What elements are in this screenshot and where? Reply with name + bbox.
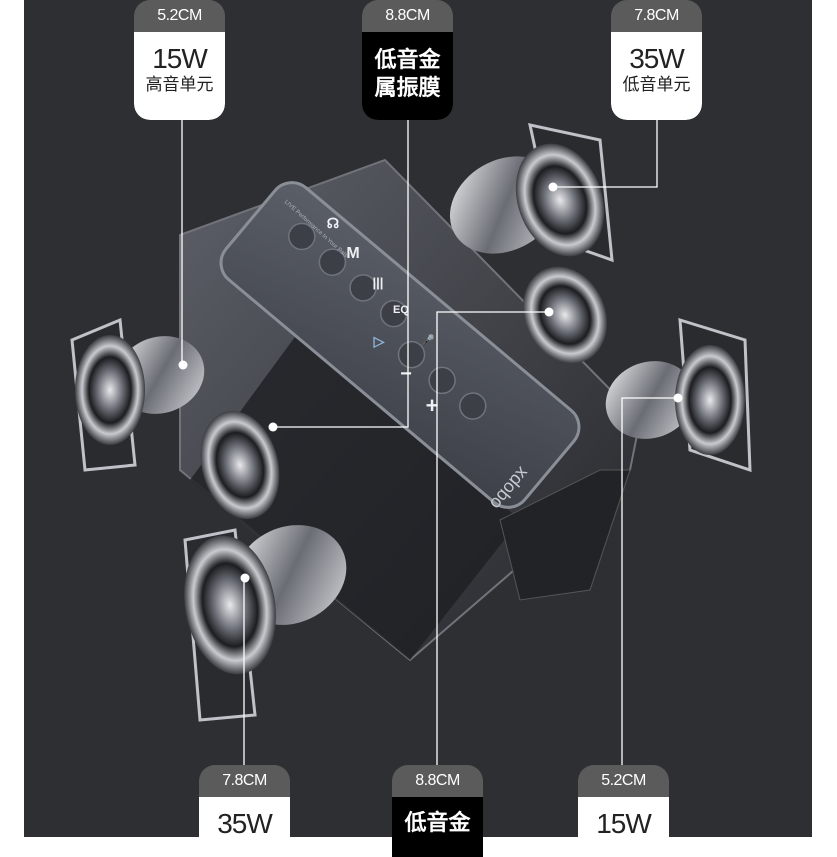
label-desc-line-2: 属振膜 [374, 75, 441, 100]
panel-button-eq: EQ [393, 304, 409, 316]
label-power: 15W [596, 808, 652, 839]
woofer-bottom-left [183, 525, 347, 722]
label-size: 8.8CM [362, 0, 453, 32]
label-size: 5.2CM [134, 0, 225, 32]
woofer-top-right [449, 123, 614, 263]
panel-button-volume-down: − [400, 363, 412, 385]
label-power: 35W [629, 43, 685, 74]
label-power: 35W [217, 808, 273, 839]
woofer-right [605, 317, 752, 473]
label-bottom-tweeter: 5.2CM 15W [578, 765, 669, 857]
speaker-exploded-view: xdobo ☊ M ||| EQ ▷ 🎤 − + LIVE Performanc… [70, 120, 752, 765]
panel-button-play: ||| [373, 275, 384, 290]
label-desc: 低音单元 [622, 75, 691, 94]
label-size: 7.8CM [199, 765, 290, 797]
label-desc: 低音金 [404, 810, 471, 835]
panel-button-bluetooth: ☊ [327, 215, 339, 231]
leader-dots [178, 182, 683, 583]
label-size: 7.8CM [611, 0, 702, 32]
tweeter-left-center [200, 410, 280, 520]
panel-button-volume-up: + [426, 393, 439, 418]
control-panel: xdobo [219, 181, 581, 514]
label-power: 15W [152, 43, 208, 74]
tweeter-right-center [523, 266, 607, 364]
panel-button-triangle: ▷ [373, 333, 386, 349]
label-desc: 高音单元 [145, 75, 214, 94]
label-bottom-metal-diaphragm: 8.8CM 低音金 [392, 765, 483, 857]
label-bottom-woofer: 7.8CM 35W [199, 765, 290, 857]
panel-button-mic: 🎤 [421, 333, 435, 347]
label-top-metal-diaphragm: 8.8CM 低音金属振膜 [362, 0, 453, 120]
label-size: 8.8CM [392, 765, 483, 797]
panel-button-mode: M [346, 245, 359, 262]
leader-lines [181, 120, 678, 765]
label-desc-line-1: 低音金 [374, 47, 441, 72]
label-size: 5.2CM [578, 765, 669, 797]
